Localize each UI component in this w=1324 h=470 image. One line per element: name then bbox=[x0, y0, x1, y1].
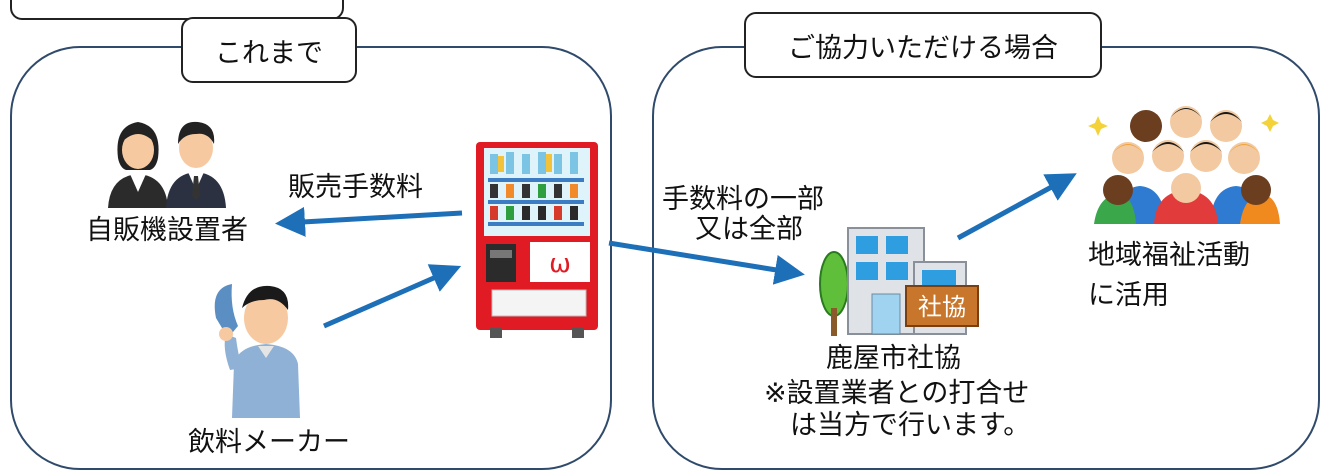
right-panel bbox=[652, 46, 1320, 470]
building-sign: 社協 bbox=[918, 293, 966, 321]
vending-machine-icon: ω bbox=[476, 142, 598, 338]
vending-logo: ω bbox=[549, 249, 571, 279]
left-panel-title: これまで bbox=[181, 17, 357, 83]
note-line-2: は当方で行います。 bbox=[790, 410, 1031, 441]
owner-label: 自販機設置者 bbox=[86, 215, 248, 246]
note-line-1: ※設置業者との打合せ bbox=[764, 378, 1030, 409]
crowd-icon bbox=[1088, 106, 1280, 224]
welfare-line-2: に活用 bbox=[1088, 280, 1169, 311]
two-people-icon bbox=[108, 121, 226, 208]
welfare-line-1: 地域福祉活動 bbox=[1088, 240, 1250, 271]
right-panel-title: ご協力いただける場合 bbox=[744, 12, 1102, 78]
fee-part-label-2: 又は全部 bbox=[695, 214, 803, 245]
commission-label: 販売手数料 bbox=[288, 172, 423, 203]
maker-label: 飲料メーカー bbox=[188, 427, 350, 458]
worker-icon bbox=[214, 284, 300, 418]
top-frame bbox=[10, 0, 344, 20]
fee-part-label-1: 手数料の一部 bbox=[662, 184, 824, 215]
council-label: 鹿屋市社協 bbox=[826, 343, 961, 374]
building-icon: 社協 bbox=[819, 227, 979, 336]
